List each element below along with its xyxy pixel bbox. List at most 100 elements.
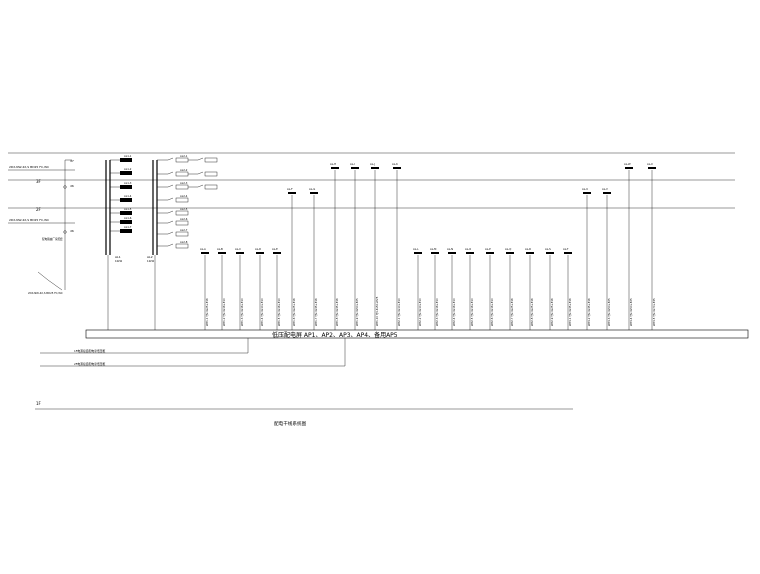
branch-cable: WP3-3 YJV-4x50+E25 — [607, 298, 611, 326]
branch-cable: WP3-5 YJV-4x70+E35 — [652, 298, 656, 326]
branch-box — [273, 252, 281, 254]
branch-tag: AL-X — [647, 162, 653, 166]
branch-tag: AL-B — [217, 247, 223, 251]
box-label: AL1-1 — [124, 154, 132, 158]
branch-tag: AL-L — [413, 247, 419, 251]
branch-box — [486, 252, 494, 254]
branch-box — [288, 192, 296, 194]
branch-box — [310, 192, 318, 194]
feeder-bottom-label: 2DX-NW-4X,S BD25 FC,WC — [9, 218, 49, 222]
box-label: AL1-4 — [124, 194, 132, 198]
distribution-boxes: AL1-1AL1-2AL1-3AL1-4AL1-5AL1-6AL1-7AL2-1… — [110, 154, 218, 249]
branch-cable: WP2-9 YJV-4x25+E16 — [550, 298, 554, 326]
branch-cable: WP2-7 YJV-4x25+E16 — [510, 298, 514, 326]
distribution-box — [175, 197, 189, 203]
box-label: AL1-7 — [124, 225, 132, 229]
note-line-1 — [40, 338, 249, 354]
breaker-symbol — [167, 157, 174, 161]
riser-2-tag: AL2 — [147, 255, 153, 259]
floor-label-3f: 3F — [36, 179, 42, 184]
branch-cable: WP2-5 YJV-4x16+E10 — [470, 298, 474, 326]
breaker-symbol — [167, 171, 174, 175]
box-label: AL2-2 — [180, 168, 188, 172]
distribution-box — [120, 198, 132, 202]
branch-tag: AL-A — [200, 247, 206, 251]
branch-box — [218, 252, 226, 254]
branch-box — [371, 167, 379, 169]
branch-box — [648, 167, 656, 169]
branch-cable: WP1-10 YJV-4x50+E25 — [375, 296, 379, 326]
main-panel-label: 低压配电屏 AP1、AP2、AP3、AP4、备用AP5 — [272, 331, 398, 339]
floor-marker-2: d6 — [70, 184, 74, 188]
breaker-symbol — [197, 184, 204, 188]
branch-tag: AL-K — [392, 162, 398, 166]
branch-box — [506, 252, 514, 254]
box-label: AL2-4 — [180, 194, 188, 198]
branch-cable: WP1-9 YJV-4x50+E25 — [355, 298, 359, 326]
branch-tag: AL-Q — [505, 247, 511, 251]
branch-cable: WP2-4 YJV-4x16+E10 — [452, 298, 456, 326]
distribution-box — [204, 184, 218, 190]
riser-node — [63, 230, 67, 234]
box-label: AL2-1 — [180, 154, 188, 158]
distribution-box — [204, 171, 218, 177]
box-label: AL2-5 — [180, 207, 188, 211]
branch-tag: AL-H — [330, 162, 336, 166]
branch-box — [466, 252, 474, 254]
branch-cable: WP2-8 YJV-4x25+E16 — [530, 298, 534, 326]
distribution-box — [120, 211, 132, 215]
distribution-box — [120, 158, 132, 162]
branch-box — [564, 252, 572, 254]
branch-box — [603, 192, 611, 194]
branch-cable: WP1-3 YJV-4x16+E10 — [240, 298, 244, 326]
branch-tag: AL-S — [545, 247, 551, 251]
floor-marker-3: d6 — [70, 229, 74, 233]
note-line-2 — [40, 338, 346, 367]
branch-tag: AL-N — [447, 247, 453, 251]
branch-tag: AL-V — [602, 187, 608, 191]
riser-node — [63, 185, 67, 189]
branch-box — [546, 252, 554, 254]
breaker-symbol — [197, 157, 204, 161]
floor-label-1f: 1F — [36, 401, 42, 406]
box-label: AL1-2 — [124, 167, 132, 171]
branch-tag: AL-O — [465, 247, 471, 251]
branch-cable: WP1-4 YJV-4x10+E10 — [260, 298, 264, 326]
branch-tag: AL-G — [309, 187, 315, 191]
branch-box — [448, 252, 456, 254]
branch-box — [583, 192, 591, 194]
branch-tag: AL-E — [272, 247, 278, 251]
note-2: 2F电源接自配电室低压柜 — [74, 362, 106, 366]
distribution-box — [204, 157, 218, 163]
leader-line — [37, 271, 63, 291]
branch-box — [351, 167, 359, 169]
branch-cable: WP3-1 YJV-4x35+E16 — [568, 298, 572, 326]
riser-1-tag: AL1 — [115, 255, 121, 259]
floor-label-2f: 2F — [36, 207, 42, 212]
branch-cable: WP2-3 YJV-4x16+E10 — [435, 298, 439, 326]
feeder-top-label: 2DX-NW-4X,S BD25 FC,WC — [9, 165, 49, 169]
branch-box — [393, 167, 401, 169]
distribution-box — [175, 171, 189, 177]
distribution-box — [120, 185, 132, 189]
branch-cable: WP1-7 YJV-4x35+E16 — [314, 298, 318, 326]
side-note: 配电箱由厂家配套 — [42, 237, 63, 241]
riser-al2: AL2 12kW — [147, 160, 158, 330]
distribution-box — [175, 220, 189, 226]
branch-cable: WP2-1 YJV-4x10+E10 — [397, 298, 401, 326]
box-label: AL1-6 — [124, 216, 132, 220]
diagram-title: 配电干线系统图 — [274, 420, 307, 427]
branch-tag: AL-C — [235, 247, 241, 251]
branch-box — [526, 252, 534, 254]
floor-marker-1: d7 — [70, 159, 74, 163]
branch-box — [201, 252, 209, 254]
distribution-box — [120, 229, 132, 233]
box-label: AL1-3 — [124, 181, 132, 185]
branch-box — [431, 252, 439, 254]
branch-cable: WP1-8 YJV-4x35+E16 — [335, 298, 339, 326]
branch-cable: WP1-2 YJV-4x16+E10 — [222, 298, 226, 326]
branch-box — [625, 167, 633, 169]
